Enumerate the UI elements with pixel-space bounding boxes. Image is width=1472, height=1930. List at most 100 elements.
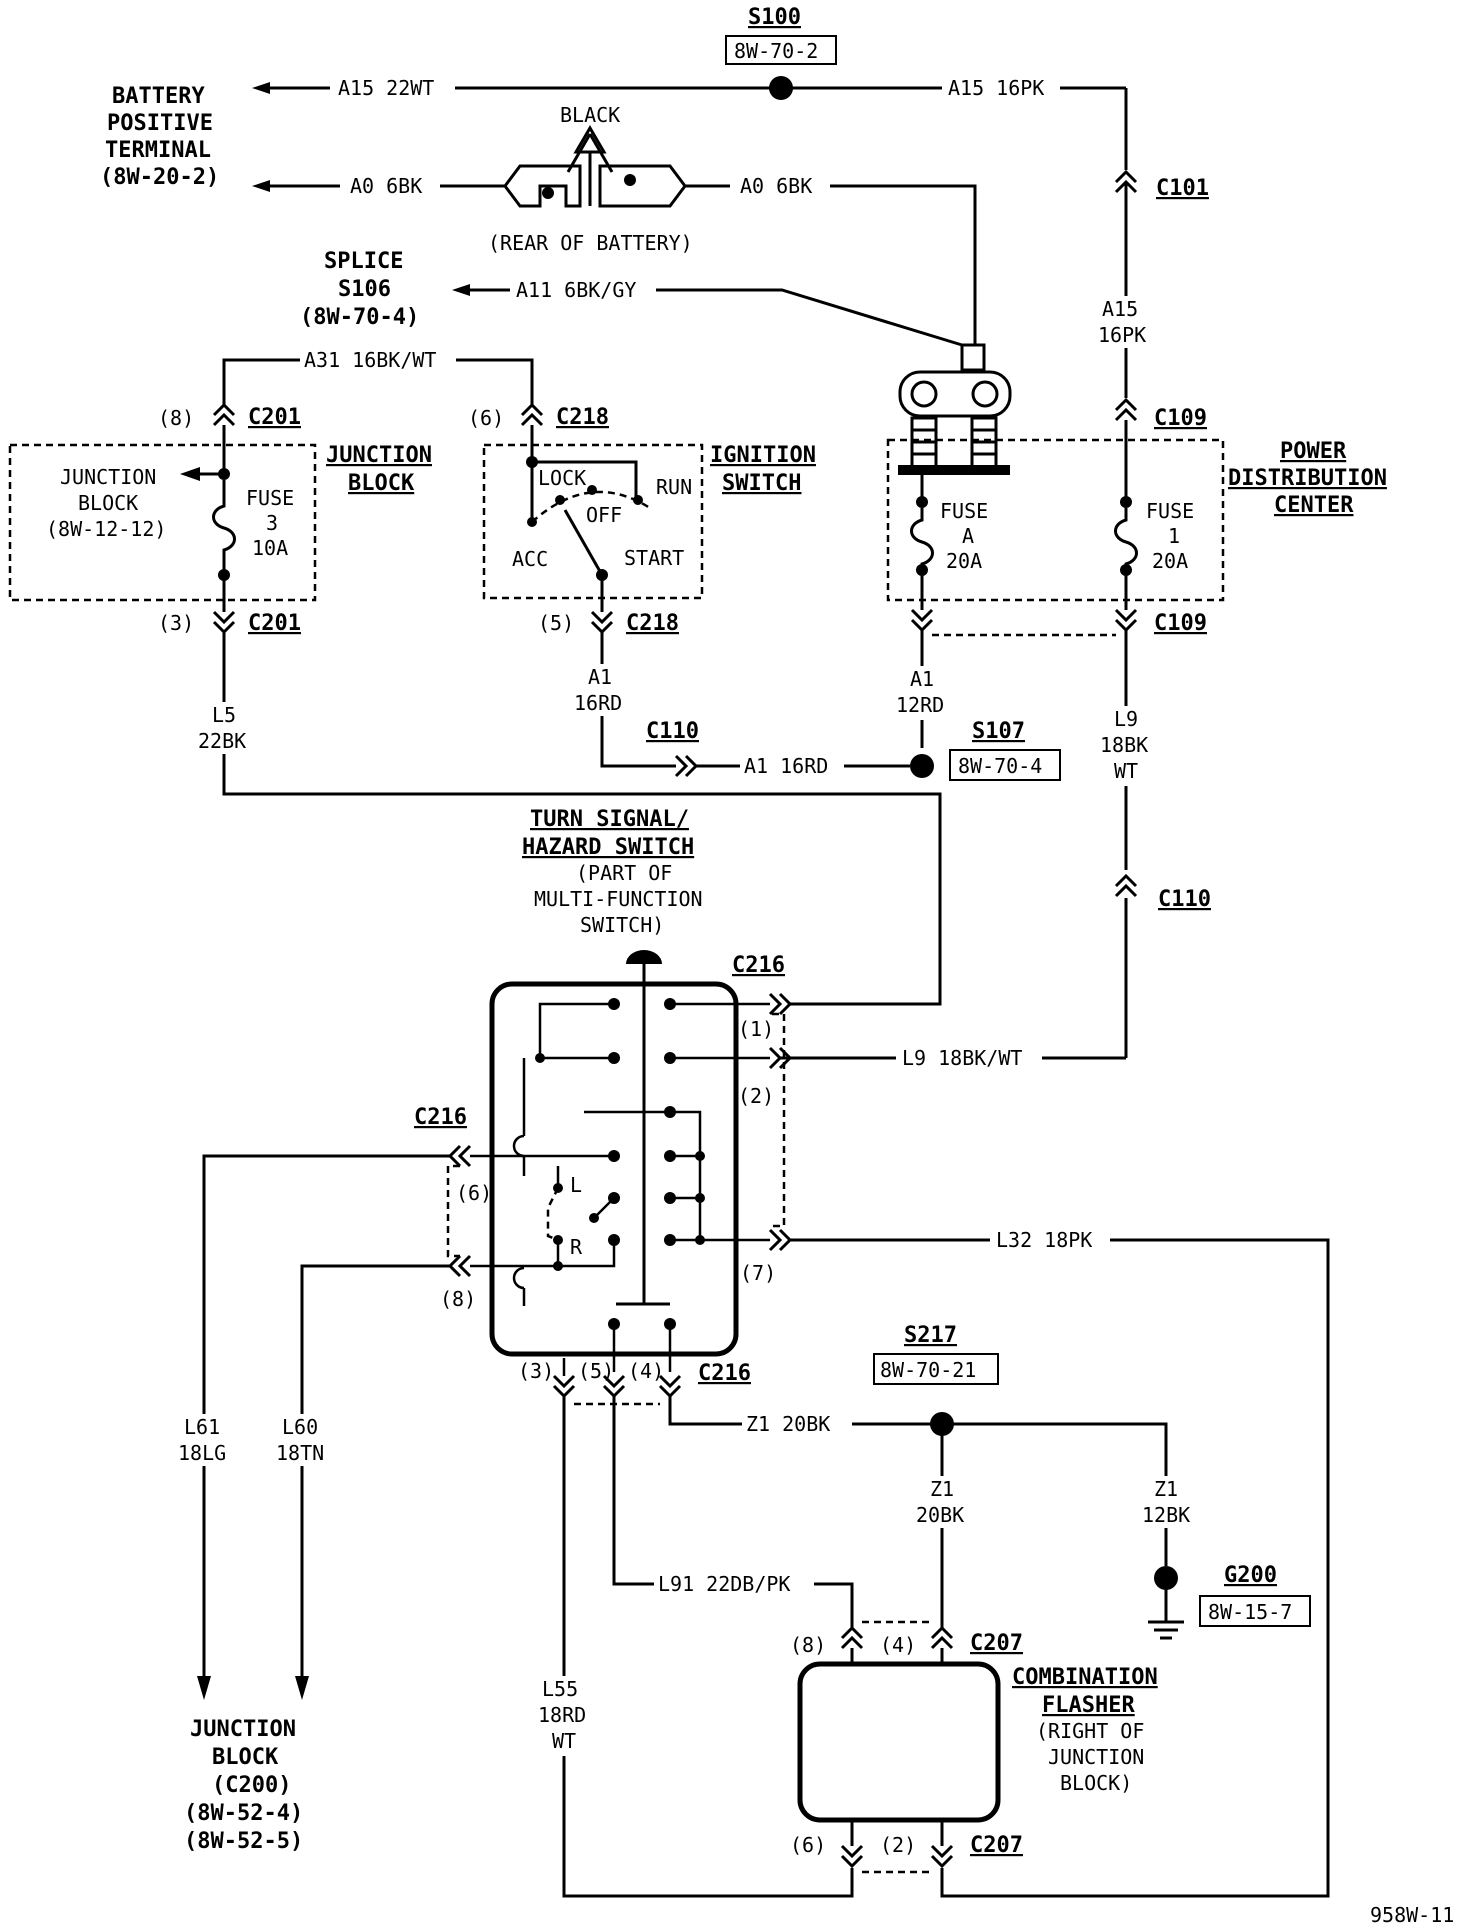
wire-a11 (656, 288, 963, 347)
battery-label-3: TERMINAL (105, 138, 211, 163)
c218-bot-pin: (5) (538, 611, 574, 635)
l61-label-1: L61 (184, 1415, 220, 1439)
g200-ref: 8W-15-7 (1208, 1600, 1292, 1624)
l5-gap (196, 702, 256, 754)
l55-label-1: L55 (542, 1677, 578, 1701)
ts-int-1 (538, 1002, 614, 1058)
a31-gap (300, 348, 456, 372)
z1-v-label-1: Z1 (930, 1477, 954, 1501)
page-id: 958W-11 (1370, 1903, 1454, 1927)
z1-g-label-2: 12BK (1142, 1503, 1190, 1527)
ts-label-r: R (570, 1235, 583, 1259)
ign-pos-lock (555, 495, 565, 505)
c218-top-connector (520, 402, 544, 427)
c201-bot-label: C201 (248, 611, 301, 636)
c218-top-label: C218 (556, 405, 609, 430)
z1-g-gap (1138, 1476, 1198, 1528)
jb-c200-5: (8W-52-5) (184, 1829, 303, 1854)
a15-16pk-label: A15 16PK (948, 76, 1044, 100)
c207-pin6: (6) (790, 1833, 826, 1857)
flasher-body (797, 1661, 1001, 1823)
c216-pin3-connector (552, 1374, 576, 1399)
a31-label: A31 16BK/WT (304, 348, 436, 372)
l60-label-1: L60 (282, 1415, 318, 1439)
pdc-title-3: CENTER (1274, 493, 1354, 518)
c110-right-connector (1114, 873, 1138, 898)
arrow-l61 (197, 1676, 211, 1700)
c201-top-pin: (8) (158, 406, 194, 430)
l9-label-3: WT (1114, 759, 1138, 783)
a15-v-label-1b: A15 (1102, 297, 1138, 321)
ign-wiper (563, 509, 604, 576)
a1-12rd-label-2: 12RD (896, 693, 944, 717)
l60-label-2: 18TN (276, 1441, 324, 1465)
s107-ref-box (949, 749, 1061, 781)
a15-22wt-label: A15 22WT (338, 76, 434, 100)
wire-l61 (202, 1154, 450, 1676)
a1-16rd-label-2: 16RD (574, 691, 622, 715)
ignition-dashed-box (482, 443, 704, 600)
junction-block-dashed-box (8, 443, 317, 602)
pdc-title-1: POWER (1280, 439, 1347, 464)
a1-16rd-gap (572, 664, 632, 716)
c216-pin6-connector (447, 1144, 472, 1168)
fuse-1-element (1114, 508, 1138, 568)
l9-h-label: L9 18BK/WT (902, 1046, 1022, 1070)
g200-ref-box (1199, 1595, 1311, 1627)
ts-int-4 (584, 1110, 702, 1242)
l91-gap (654, 1572, 814, 1596)
ts-label-l: L (570, 1173, 582, 1197)
c110-mid-label: C110 (646, 719, 699, 744)
turn-switch-sub-2: MULTI-FUNCTION (534, 887, 703, 911)
c216-left-label: C216 (414, 1105, 467, 1130)
battery-arrow-left (566, 133, 592, 173)
s106-label-2: S106 (338, 277, 391, 302)
s107-splice-dot (910, 754, 934, 778)
c207-pin4: (4) (880, 1633, 916, 1657)
pdc-coil-right (970, 416, 998, 472)
pdc-title-2: DISTRIBUTION (1228, 466, 1387, 491)
l91-label: L91 22DB/PK (658, 1572, 790, 1596)
z1-v-label-2: 20BK (916, 1503, 964, 1527)
battery-arrow-right (588, 133, 614, 173)
wire-z1-ground (942, 1422, 1168, 1566)
s100-label: S100 (748, 5, 801, 30)
ts-int-10 (593, 1197, 615, 1219)
flasher-sub-3: BLOCK) (1060, 1771, 1132, 1795)
z1-h-gap (742, 1412, 852, 1436)
ign-acc: ACC (512, 547, 548, 571)
pdc-stud-left (910, 380, 938, 408)
fuse-a-element (910, 508, 934, 568)
l32-label: L32 18PK (996, 1228, 1092, 1252)
c201-top-connector (212, 402, 236, 427)
battery-label-1: BATTERY (112, 84, 205, 109)
flasher-title-1: COMBINATION (1012, 1665, 1158, 1690)
s217-ref-box (873, 1353, 999, 1385)
a15-v-gap (1100, 296, 1152, 348)
ign-pos-off (587, 485, 597, 495)
fuse-a-label-2: A (962, 524, 974, 548)
c216-pin1-connector (768, 992, 793, 1016)
pdc-stud-block (898, 370, 1012, 418)
jb-c200-1: JUNCTION (190, 1717, 296, 1742)
c201-bot-connector (212, 610, 236, 635)
l32-gap (990, 1228, 1110, 1252)
s100-ref: 8W-70-2 (734, 39, 818, 63)
c109-bot-label: C109 (1154, 611, 1207, 636)
jb-c200-2: BLOCK (212, 1745, 279, 1770)
fuse-1-label-1: FUSE (1146, 499, 1194, 523)
wire-l55 (562, 1396, 854, 1898)
junction-block-title-2: BLOCK (348, 471, 415, 496)
jb-ref-3: (8W-12-12) (46, 517, 166, 541)
l9-gap (1098, 706, 1154, 786)
c218-top-pin: (6) (468, 406, 504, 430)
l9-label-1: L9 (1114, 707, 1138, 731)
jb-fuse-label-2: 3 (266, 511, 278, 535)
g200-label: G200 (1224, 1563, 1277, 1588)
ign-run-bridge (532, 460, 638, 500)
jb-fuse-label-3: 10A (252, 536, 288, 560)
battery-caption: (REAR OF BATTERY) (488, 231, 693, 255)
fuse-a-label-3: 20A (946, 549, 982, 573)
turn-switch-sub-3: SWITCH) (580, 913, 664, 937)
